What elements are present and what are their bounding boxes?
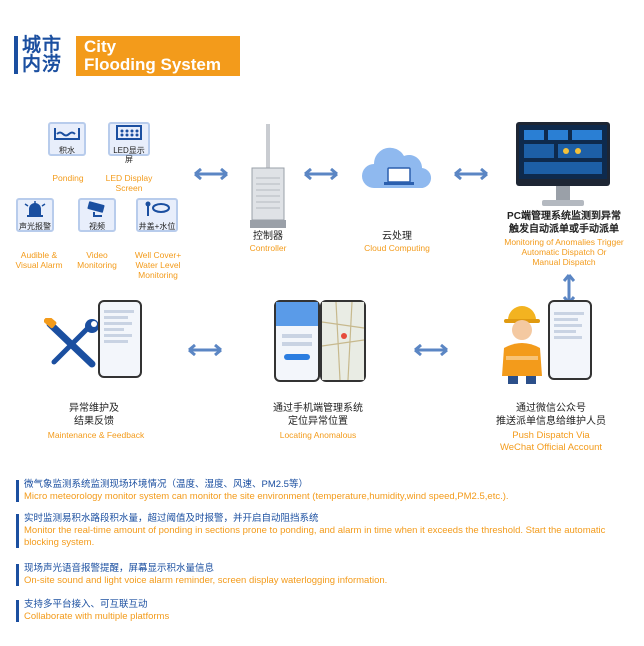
sensor-caption: Audible & Visual Alarm <box>15 250 63 270</box>
bullet-bar <box>16 514 19 548</box>
feature-bullet: 微气象监测系统监测现场环境情况（温度、湿度、风速、PM2.5等） Micro m… <box>24 479 634 503</box>
sensor-caption: Ponding <box>52 173 84 183</box>
title-box <box>76 36 240 76</box>
maintenance-label-cn-line1: 异常维护及 <box>69 403 119 414</box>
sensor-video: 视频 <box>78 198 116 232</box>
worker-icon <box>502 306 542 384</box>
double-arrow-icon <box>194 168 228 180</box>
feature-bullet: 现场声光语音报警提醒，屏幕显示积水量信息 On-site sound and l… <box>24 563 624 587</box>
phone-wechat <box>548 300 592 380</box>
double-arrow-icon <box>188 344 222 356</box>
wechat-label-cn-line2: 推送派单信息给维护人员 <box>496 416 606 427</box>
controller-label-cn: 控制器 <box>253 231 283 242</box>
wechat-label-en-line2: WeChat Official Account <box>499 442 603 453</box>
phone-maintenance <box>98 300 142 378</box>
title-en: City Flooding System <box>84 38 221 74</box>
sensor-alarm: 声光报警 <box>16 198 54 232</box>
phone-map <box>320 300 366 382</box>
feature-cn: 现场声光语音报警提醒，屏幕显示积水量信息 <box>24 563 215 574</box>
phone-login <box>274 300 320 382</box>
tools-icon <box>44 318 99 368</box>
alarm-light-icon: 声光报警 <box>16 198 54 232</box>
mobile-label-en: Locating Anomalous <box>279 430 357 440</box>
double-arrow-icon <box>454 168 488 180</box>
maintenance-label-cn: 异常维护及 结果反馈 <box>34 402 154 428</box>
cloud-label-cn: 云处理 <box>382 231 412 242</box>
wechat-label-en-line1: Push Dispatch Via <box>512 430 590 441</box>
cloud-label-en: Cloud Computing <box>364 243 430 253</box>
mobile-label-cn: 通过手机端管理系统 定位异常位置 <box>246 402 390 428</box>
sensor-well: 井盖+水位 <box>136 198 178 232</box>
sensor-caption: LED Display Screen <box>105 173 153 193</box>
pc-label-cn-line1: PC端管理系统监测到异常 <box>507 211 621 222</box>
feature-en: Micro meteorology monitor system can mon… <box>24 491 509 502</box>
feature-en: On-site sound and light voice alarm remi… <box>24 575 388 586</box>
sensor-label: 声光报警 <box>19 222 51 231</box>
sensor-caption: Video Monitoring <box>77 250 117 270</box>
sensor-led: LED显示屏 <box>108 122 150 164</box>
pc-label-en: Monitoring of Anomalies Trigger Automati… <box>490 237 638 267</box>
maintenance-label-cn-line2: 结果反馈 <box>74 416 114 427</box>
header-accent-bar <box>14 36 18 74</box>
title-en-line2: Flooding System <box>84 55 221 74</box>
pc-label-en-line3: Manual Dispatch <box>532 257 596 267</box>
sensor-label: 积水 <box>59 146 75 155</box>
bullet-bar <box>16 600 19 622</box>
pc-label-cn: PC端管理系统监测到异常 触发自动派单或手动派单 <box>490 210 638 236</box>
feature-cn: 微气象监测系统监测现场环境情况（温度、湿度、风速、PM2.5等） <box>24 479 308 490</box>
title-en-line1: City <box>84 37 117 56</box>
pc-monitor-icon <box>516 122 610 206</box>
double-arrow-icon <box>304 168 338 180</box>
cloud-icon <box>362 147 432 189</box>
wechat-label-cn: 通过微信公众号 推送派单信息给维护人员 <box>476 402 626 428</box>
wechat-label-cn-line1: 通过微信公众号 <box>516 403 586 414</box>
sensor-label: 视频 <box>89 222 105 231</box>
double-arrow-icon <box>414 344 448 356</box>
led-screen-icon: LED显示屏 <box>108 122 150 164</box>
feature-en: Collaborate with multiple platforms <box>24 611 170 622</box>
sensor-label: 井盖+水位 <box>138 222 176 231</box>
water-level-icon: 积水 <box>48 122 86 156</box>
maintenance-label-en: Maintenance & Feedback <box>47 430 145 440</box>
controller-cabinet-icon <box>250 124 286 228</box>
title-cn: 城市内涝 <box>22 35 63 75</box>
sensor-ponding: 积水 <box>48 122 86 156</box>
feature-cn: 支持多平台接入、可互联互动 <box>24 599 148 610</box>
mobile-label-cn-line1: 通过手机端管理系统 <box>273 403 363 414</box>
pc-label-cn-line2: 触发自动派单或手动派单 <box>509 224 619 235</box>
camera-icon: 视频 <box>78 198 116 232</box>
feature-bullet: 支持多平台接入、可互联互动 Collaborate with multiple … <box>24 599 624 623</box>
feature-cn: 实时监测易积水路段积水量，超过阈值及时报警，并开启自动阻挡系统 <box>24 513 319 524</box>
feature-en: Monitor the real-time amount of ponding … <box>24 525 606 548</box>
sensor-caption: Well Cover+ Water Level Monitoring <box>134 250 182 280</box>
pc-label-en-line1: Monitoring of Anomalies Trigger <box>504 237 624 247</box>
controller-label-en: Controller <box>249 243 287 253</box>
double-arrow-vertical-icon <box>563 274 575 304</box>
pc-label-en-line2: Automatic Dispatch Or <box>521 247 607 257</box>
well-cover-icon: 井盖+水位 <box>136 198 178 232</box>
feature-bullet: 实时监测易积水路段积水量，超过阈值及时报警，并开启自动阻挡系统 Monitor … <box>24 513 624 549</box>
bullet-bar <box>16 564 19 586</box>
bullet-bar <box>16 480 19 502</box>
mobile-label-cn-line2: 定位异常位置 <box>288 416 348 427</box>
wechat-label-en: Push Dispatch Via WeChat Official Accoun… <box>476 430 626 454</box>
sensor-label: LED显示屏 <box>113 146 145 164</box>
